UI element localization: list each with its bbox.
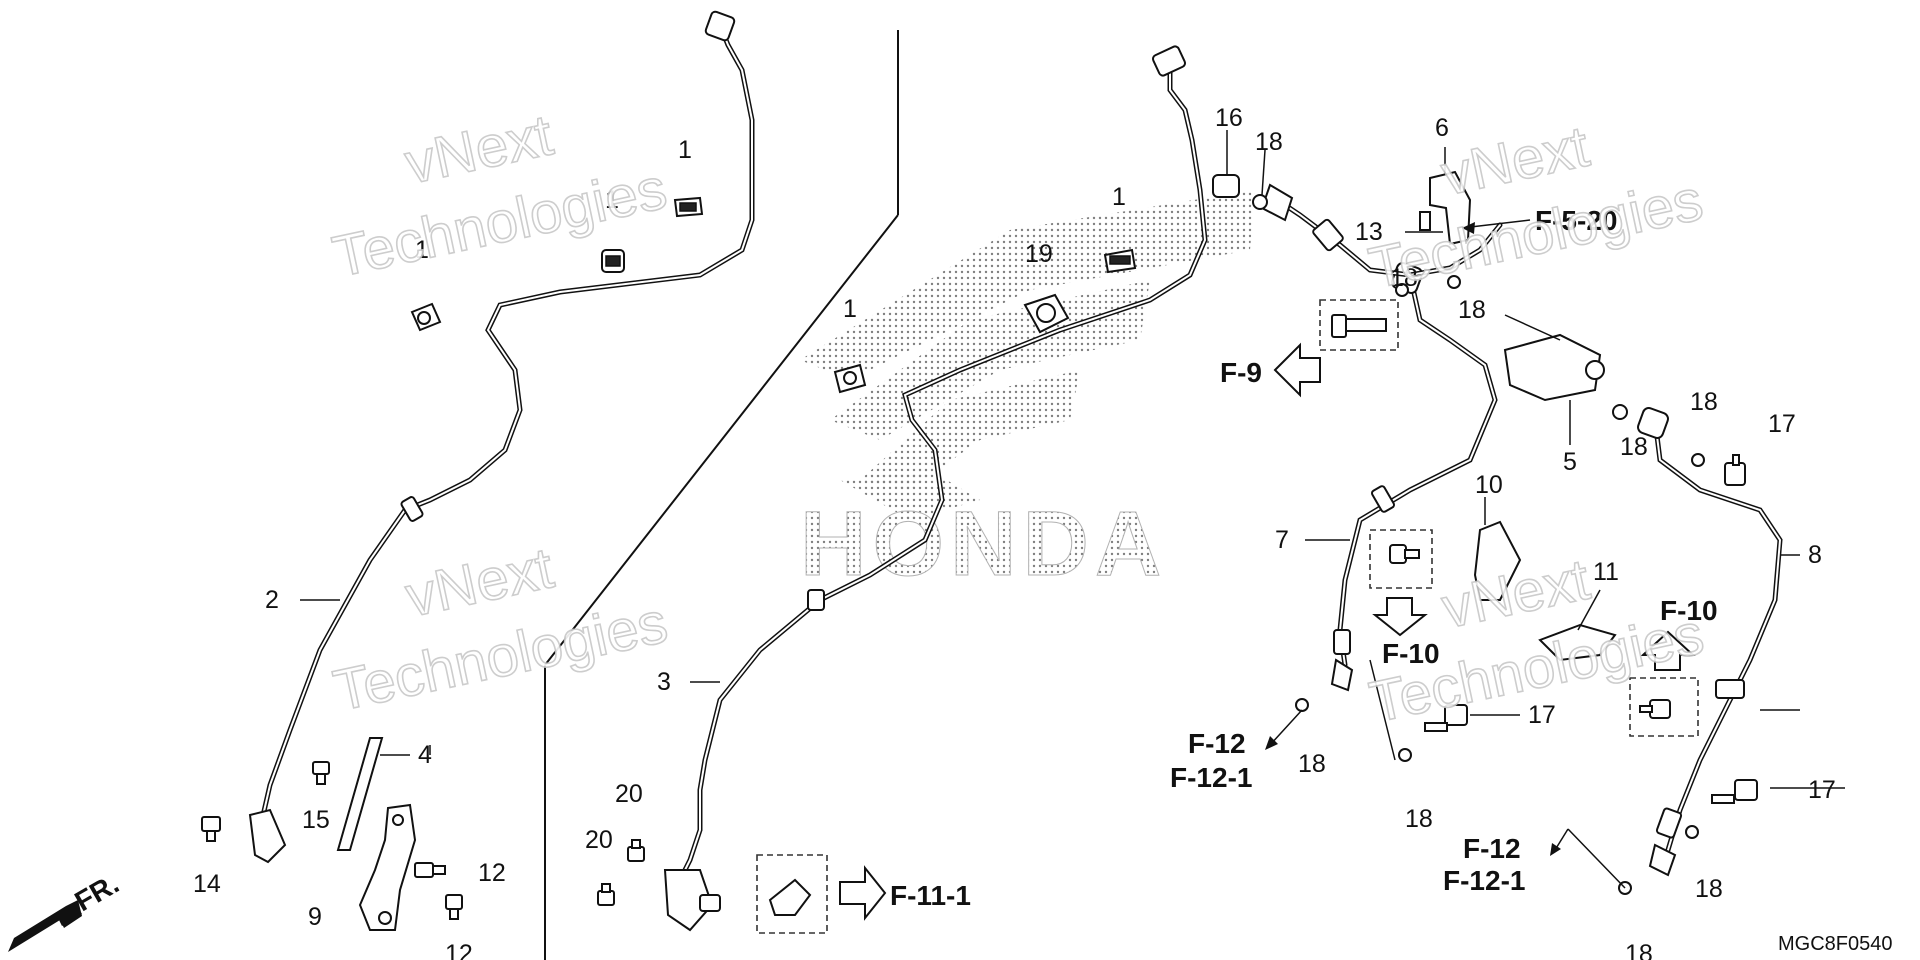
callout-5: 5: [1563, 448, 1577, 476]
callout-18: 18: [1690, 388, 1718, 416]
f111-arrow: [839, 865, 887, 921]
part-callouts: 1 1 1 1 1 2 3 4 5 6 7 8 9 10 11 12 12 13…: [193, 104, 1836, 960]
callout-18: 18: [1695, 875, 1723, 903]
callout-20: 20: [615, 780, 643, 808]
callout-18: 18: [1405, 805, 1433, 833]
callout-1: 1: [605, 186, 619, 214]
callout-1: 1: [843, 295, 857, 323]
diagram-code: MGC8F0540: [1778, 933, 1893, 955]
ref-f9: F-9: [1220, 357, 1262, 388]
callout-4: 4: [418, 741, 432, 769]
callout-6: 6: [1435, 114, 1449, 142]
hose-3: [663, 45, 1208, 932]
callout-9: 9: [308, 903, 322, 931]
callout-19: 19: [1025, 240, 1053, 268]
ref-f10: F-10: [1382, 638, 1440, 669]
callout-18: 18: [1390, 264, 1418, 292]
callout-17: 17: [1808, 776, 1836, 804]
clamp-parts: [201, 170, 1758, 934]
callout-18: 18: [1458, 296, 1486, 324]
ref-f10: F-10: [1660, 595, 1718, 626]
callout-15: 15: [302, 806, 330, 834]
callout-12: 12: [478, 859, 506, 887]
f10-down-arrow: [1372, 597, 1428, 637]
callout-14: 14: [193, 870, 221, 898]
callout-1: 1: [1112, 183, 1126, 211]
reference-labels: F-9 F-5-20 F-10 F-10 F-12 F-12-1 F-12 F-…: [890, 205, 1718, 911]
ref-f5-20: F-5-20: [1535, 205, 1617, 236]
separator-line: [544, 214, 899, 666]
ref-f12-1: F-12-1: [1443, 865, 1525, 896]
callout-18: 18: [1298, 750, 1326, 778]
callout-1: 1: [415, 236, 429, 264]
callout-1: 1: [678, 136, 692, 164]
hose-2: [248, 10, 755, 864]
ref-f12-1: F-12-1: [1170, 762, 1252, 793]
front-direction-marker: FR.: [8, 868, 124, 952]
callout-20: 20: [585, 826, 613, 854]
callout-18: 18: [1255, 128, 1283, 156]
callout-18: 18: [1620, 433, 1648, 461]
callout-13: 13: [1355, 218, 1383, 246]
callout-10: 10: [1475, 471, 1503, 499]
f10-up-arrow: [1640, 630, 1696, 671]
f9-arrow: [1273, 342, 1321, 398]
hose-upper: [1260, 183, 1503, 278]
callout-17: 17: [1768, 410, 1796, 438]
ref-f12: F-12: [1463, 833, 1521, 864]
leader-lines: [300, 130, 1845, 789]
callout-7: 7: [1275, 526, 1289, 554]
callout-2: 2: [265, 586, 279, 614]
ref-f11-1: F-11-1: [890, 880, 971, 911]
callout-12: 12: [445, 940, 473, 960]
hose-8: [1637, 407, 1783, 877]
callout-8: 8: [1808, 541, 1822, 569]
callout-11: 11: [1593, 558, 1619, 586]
reference-arrows: [839, 219, 1696, 921]
callout-16: 16: [1215, 104, 1243, 132]
callout-17: 17: [1528, 701, 1556, 729]
callout-3: 3: [657, 668, 671, 696]
callout-18: 18: [1625, 940, 1653, 960]
ref-f12: F-12: [1188, 728, 1246, 759]
